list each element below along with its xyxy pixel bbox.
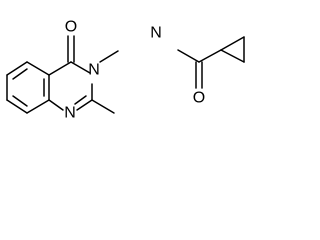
- bond: [99, 50, 119, 63]
- bond: [6, 99, 28, 114]
- chemical-structure: O N N N H O: [6, 19, 245, 122]
- atom-label-ring-oxygen: O: [65, 19, 77, 36]
- amide-chain: [99, 49, 222, 89]
- bond: [198, 49, 222, 63]
- bond: [70, 61, 91, 74]
- bond: [76, 99, 93, 111]
- bond: [6, 61, 28, 76]
- bond: [48, 61, 72, 76]
- bond: [48, 99, 64, 111]
- atom-label-ring-nitrogen-3: N: [88, 62, 100, 79]
- double-bond-inner: [12, 95, 28, 107]
- bond: [26, 99, 50, 114]
- atom-label-amide-oxygen: O: [193, 90, 205, 107]
- bond: [220, 49, 245, 63]
- double-bond-inner: [12, 68, 28, 80]
- pyrimidinone-ring: [48, 35, 115, 114]
- cyclopropyl-ring: [220, 36, 245, 63]
- double-bond-inner: [74, 95, 87, 105]
- methyl-bond: [91, 99, 115, 114]
- atom-label-ring-nitrogen-1: N: [64, 105, 76, 122]
- benzene-ring: [6, 61, 50, 114]
- bond: [26, 61, 50, 76]
- bond: [177, 49, 200, 63]
- bond: [220, 36, 245, 51]
- atom-label-amine-nitrogen: N: [150, 25, 162, 42]
